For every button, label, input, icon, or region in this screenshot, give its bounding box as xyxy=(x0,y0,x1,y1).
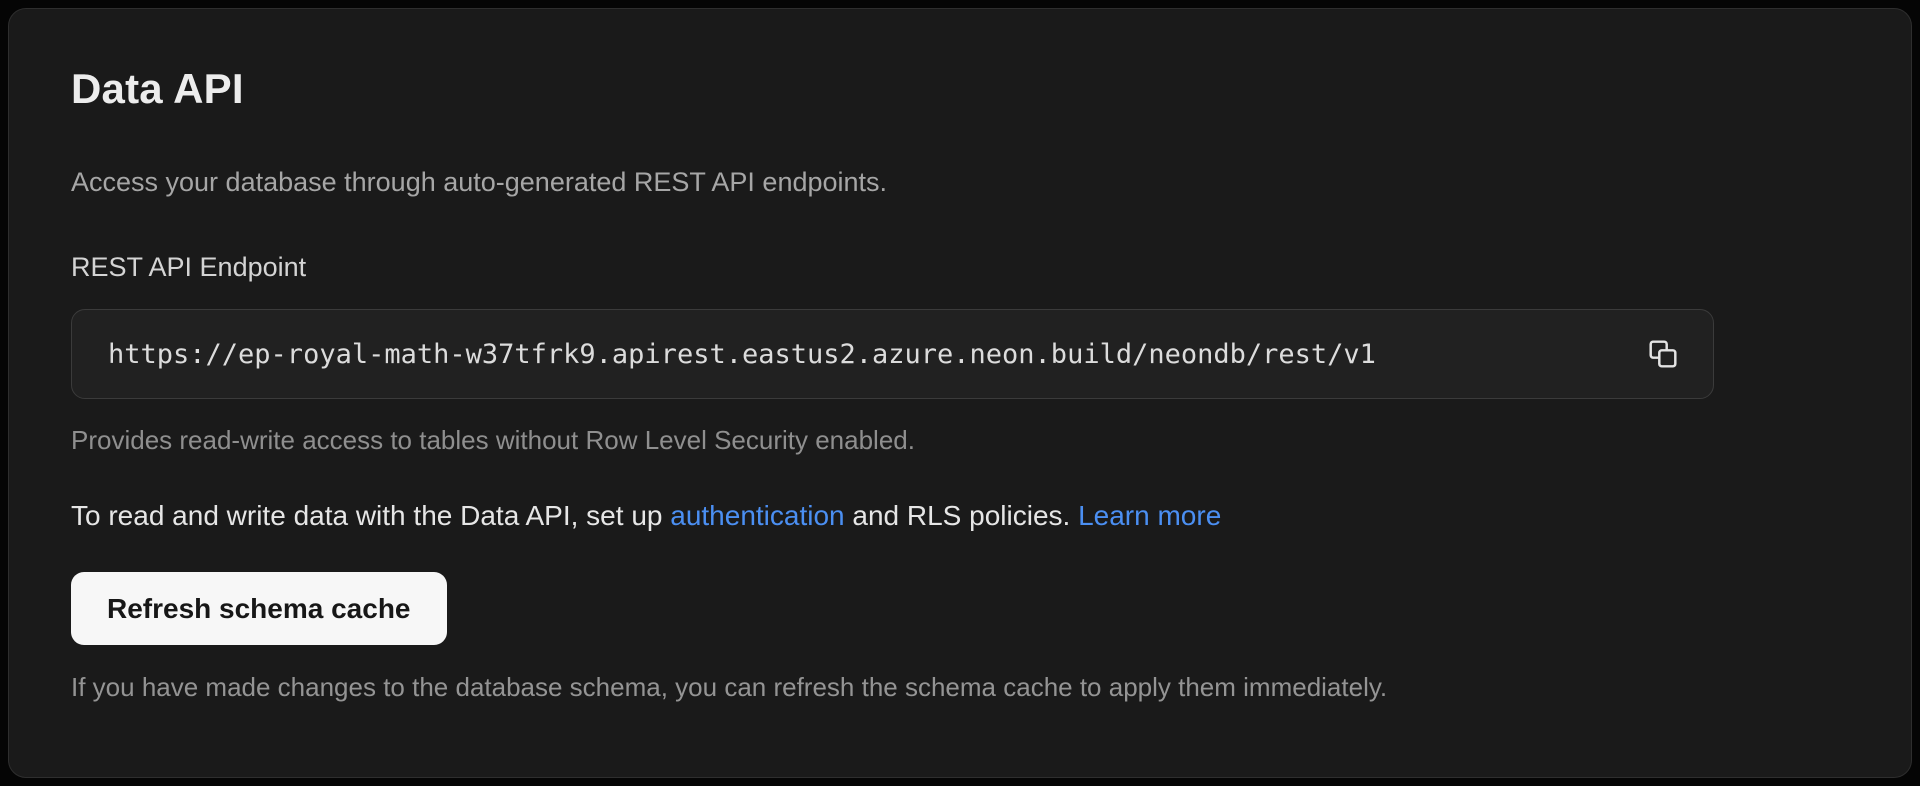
rls-note-text-middle: and RLS policies. xyxy=(844,500,1079,531)
copy-button[interactable] xyxy=(1635,326,1691,382)
authentication-link[interactable]: authentication xyxy=(670,500,845,531)
rest-api-endpoint-label: REST API Endpoint xyxy=(71,252,307,282)
refresh-schema-cache-button[interactable]: Refresh schema cache xyxy=(71,572,447,645)
page-subtitle: Access your database through auto-genera… xyxy=(71,167,888,197)
rest-api-endpoint-field[interactable]: https://ep-royal-math-w37tfrk9.apirest.e… xyxy=(71,309,1714,399)
endpoint-helper-text: Provides read-write access to tables wit… xyxy=(71,425,915,455)
learn-more-link[interactable]: Learn more xyxy=(1078,500,1222,531)
rls-note-text-before: To read and write data with the Data API… xyxy=(71,500,671,531)
page-title: Data API xyxy=(71,65,244,112)
refresh-helper-text: If you have made changes to the database… xyxy=(71,672,1388,702)
rls-note: To read and write data with the Data API… xyxy=(71,500,1849,532)
data-api-panel: Data API Access your database through au… xyxy=(8,8,1912,778)
copy-icon xyxy=(1647,338,1679,370)
rest-api-endpoint-url: https://ep-royal-math-w37tfrk9.apirest.e… xyxy=(108,338,1376,370)
